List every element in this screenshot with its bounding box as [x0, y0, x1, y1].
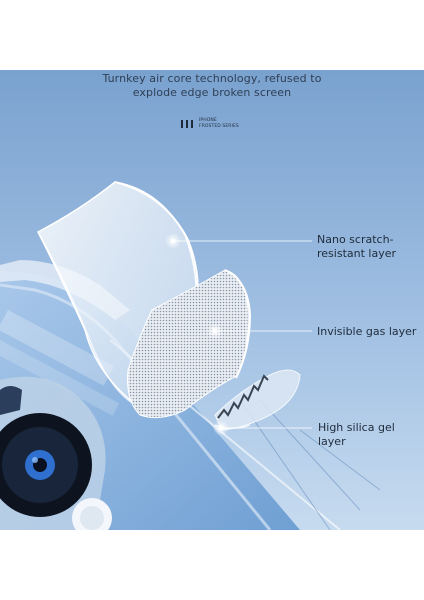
callout-silica-label: High silica gel layer	[318, 421, 395, 448]
callout-nano-layer: Nano scratch- resistant layer	[317, 233, 396, 261]
brand-line-1: IPHONE	[199, 118, 217, 123]
gas-layer-mesh	[127, 269, 252, 419]
callout-silica-layer: High silica gel layer	[318, 421, 424, 449]
brand-logo: IPHONE FROSTED SERIES	[181, 118, 239, 129]
brand-bars-icon	[181, 119, 193, 128]
callout-gas-layer: Invisible gas layer	[317, 325, 416, 339]
product-banner: Turnkey air core technology, refused to …	[0, 70, 424, 530]
headline-line-1: Turnkey air core technology, refused to	[102, 72, 322, 85]
callout-lines	[165, 233, 312, 436]
callout-nano-line-1: Nano scratch-	[317, 233, 394, 246]
brand-text: IPHONE FROSTED SERIES	[199, 118, 239, 129]
callout-nano-line-2: resistant layer	[317, 247, 396, 260]
headline-line-2: explode edge broken screen	[132, 86, 292, 99]
case-layers-illustration	[0, 181, 381, 530]
brand-line-2: FROSTED SERIES	[199, 123, 239, 129]
camera-module	[0, 376, 112, 530]
headline: Turnkey air core technology, refused to …	[0, 72, 424, 100]
callout-gas-label: Invisible gas layer	[317, 325, 417, 338]
